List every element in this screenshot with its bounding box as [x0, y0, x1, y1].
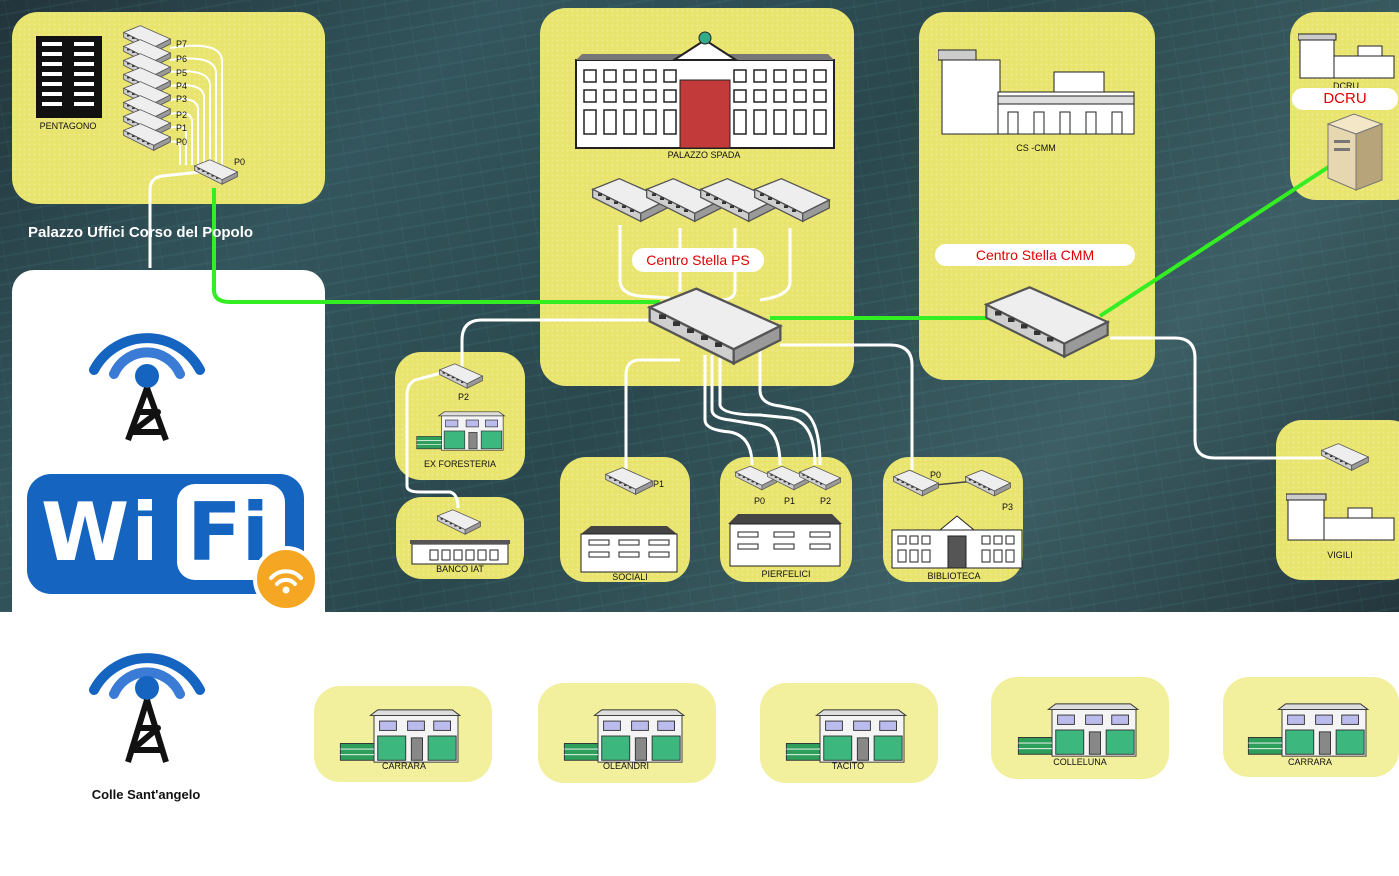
banco-iat-icon — [410, 540, 510, 565]
link-p5 — [169, 70, 211, 165]
port-p4: P4 — [176, 81, 188, 91]
link-vigili — [1110, 336, 1325, 460]
link-pierfelici-p0 — [703, 355, 754, 466]
pill-centro-stella-ps: Centro Stella PS — [632, 248, 764, 272]
label-biblioteca: BIBLIOTECA — [927, 571, 981, 581]
biblioteca-switch-p3-icon[interactable] — [964, 466, 1012, 500]
pierfelici-switch-p2-icon[interactable] — [798, 462, 842, 494]
label-dcru-top: DCRU — [1333, 81, 1359, 91]
link-ps-sw4 — [759, 228, 792, 302]
port-p6: P6 — [176, 54, 188, 64]
link-sociali — [624, 358, 680, 470]
dcru-building-icon — [1298, 33, 1395, 79]
label-palazzo-spada: PALAZZO SPADA — [667, 150, 741, 160]
colleluna-house-icon — [1017, 703, 1139, 757]
server-icon[interactable] — [1320, 112, 1390, 192]
wifi-logo-fi-box: Fi — [177, 484, 285, 580]
radio-tower-top-icon — [89, 333, 205, 442]
vigili-building-icon — [1286, 493, 1395, 541]
palazzo-spada-icon — [575, 31, 835, 149]
switch-stack-icon[interactable] — [122, 24, 172, 160]
radio-tower-bottom-icon — [89, 653, 205, 763]
zone-banco-iat[interactable] — [396, 497, 524, 579]
link-p2 — [169, 111, 193, 165]
wifi-logo-wi: Wi — [41, 486, 161, 579]
caption-colle: Colle Sant'angelo — [91, 787, 201, 802]
port-sociali: P1 — [653, 479, 665, 489]
carrara-2-house-icon — [1247, 703, 1369, 757]
link-p0 — [169, 140, 181, 165]
label-carrara-2: CARRARA — [1287, 757, 1333, 767]
vigili-switch-icon[interactable] — [1320, 440, 1370, 474]
link-p4 — [169, 84, 205, 165]
cs-cmm-building-icon — [938, 49, 1135, 135]
link-ps-sw1 — [618, 225, 671, 300]
oleandri-house-icon — [563, 709, 685, 763]
core-switch-cmm-icon[interactable] — [982, 276, 1112, 368]
label-pentagono: PENTAGONO — [39, 121, 97, 131]
foresteria-switch-icon[interactable] — [438, 360, 484, 392]
fiber-cmm-dcru — [1098, 164, 1332, 318]
label-cs-cmm: CS -CMM — [1016, 143, 1056, 153]
port-p7: P7 — [176, 39, 188, 49]
sociali-building-icon — [580, 526, 678, 573]
wifi-logo: Wi Fi — [27, 474, 319, 612]
wifi-waves-icon — [269, 569, 303, 594]
port-foresteria: P2 — [458, 392, 470, 402]
carrara-1-house-icon — [339, 709, 461, 763]
label-ex-foresteria: EX FORESTERIA — [423, 459, 497, 469]
label-colleluna: COLLELUNA — [1053, 757, 1107, 767]
port-pierfelici-p2: P2 — [820, 496, 832, 506]
banco-iat-switch-icon[interactable] — [436, 506, 482, 538]
port-biblioteca-p0: P0 — [930, 470, 942, 480]
port-uffici-p0: P0 — [234, 157, 246, 167]
label-vigili: VIGILI — [1327, 550, 1353, 560]
core-switch-ps-icon[interactable] — [645, 276, 785, 376]
port-p2: P2 — [176, 110, 188, 120]
link-palazzo-uffici-drop — [148, 170, 201, 268]
port-p5: P5 — [176, 68, 188, 78]
link-foresteria — [460, 318, 660, 368]
port-p0: P0 — [176, 137, 188, 147]
link-banco-iat — [405, 370, 460, 509]
label-carrara-1: CARRARA — [381, 761, 427, 771]
fiber-links — [212, 164, 1332, 320]
fiber-uffici-ps — [212, 188, 660, 304]
label-oleandri: OLEANDRI — [602, 761, 650, 771]
label-pierfelici: PIERFELICI — [761, 569, 811, 579]
pierfelici-building-icon — [728, 514, 842, 567]
uffici-switch-icon[interactable] — [193, 156, 239, 188]
port-p3: P3 — [176, 94, 188, 104]
link-pierfelici-p2 — [718, 355, 817, 466]
copper-links — [148, 44, 1325, 509]
wifi-signal-icon — [253, 546, 319, 612]
pill-dcru: DCRU — [1292, 88, 1398, 110]
link-p3 — [169, 98, 199, 165]
label-banco-iat: BANCO IAT — [436, 564, 484, 574]
link-pierfelici-p1 — [710, 355, 782, 466]
port-p1: P1 — [176, 123, 188, 133]
ps-switch-4-icon[interactable] — [752, 172, 832, 228]
port-pierfelici-p1: P1 — [784, 496, 796, 506]
port-biblioteca-p3: P3 — [1002, 502, 1014, 512]
tacito-house-icon — [785, 709, 907, 763]
biblioteca-building-icon — [891, 515, 1023, 569]
port-pierfelici-p0: P0 — [754, 496, 766, 506]
label-tacito: TACITO — [831, 761, 865, 771]
link-p1 — [169, 125, 187, 165]
link-pierfelici-extra — [758, 345, 822, 466]
link-p6 — [169, 57, 217, 165]
pentagono-tower-icon — [36, 36, 102, 118]
label-sociali: SOCIALI — [612, 572, 648, 582]
caption-palazzo-uffici: Palazzo Uffici Corso del Popolo — [28, 224, 254, 241]
ex-foresteria-icon — [416, 411, 505, 451]
pill-centro-stella-cmm: Centro Stella CMM — [935, 244, 1135, 266]
link-biblioteca — [780, 343, 914, 470]
sociali-switch-icon[interactable] — [604, 464, 654, 498]
